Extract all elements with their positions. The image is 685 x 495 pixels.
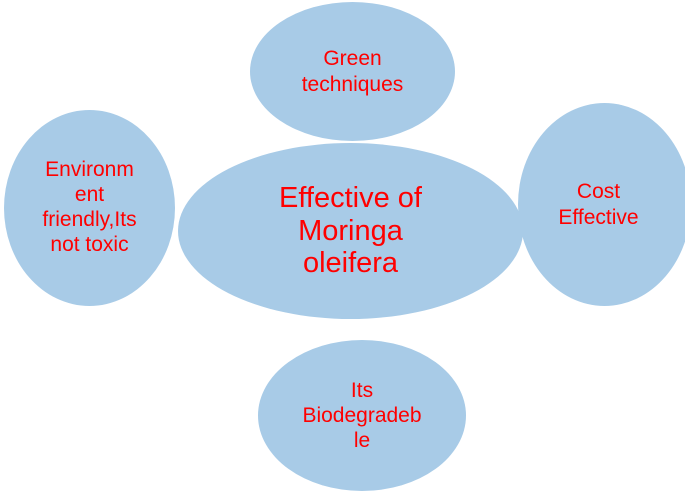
- node-its-biodegradeble[interactable]: Its Biodegradeb le: [258, 340, 466, 491]
- node-effective-of-moringa-oleifera[interactable]: Effective of Moringa oleifera: [178, 143, 523, 319]
- node-label-green-techniques: Green techniques: [301, 47, 404, 96]
- node-label-effective-of-moringa-oleifera: Effective of Moringa oleifera: [279, 181, 422, 280]
- node-label-cost-effective: Cost Effective: [558, 180, 639, 229]
- node-environment-friendly[interactable]: Environm ent friendly,Its not toxic: [4, 110, 175, 306]
- node-label-environment-friendly: Environm ent friendly,Its not toxic: [42, 158, 137, 256]
- node-cost-effective[interactable]: Cost Effective: [518, 103, 685, 306]
- node-green-techniques[interactable]: Green techniques: [250, 2, 455, 141]
- node-label-its-biodegradeble: Its Biodegradeb le: [302, 378, 422, 453]
